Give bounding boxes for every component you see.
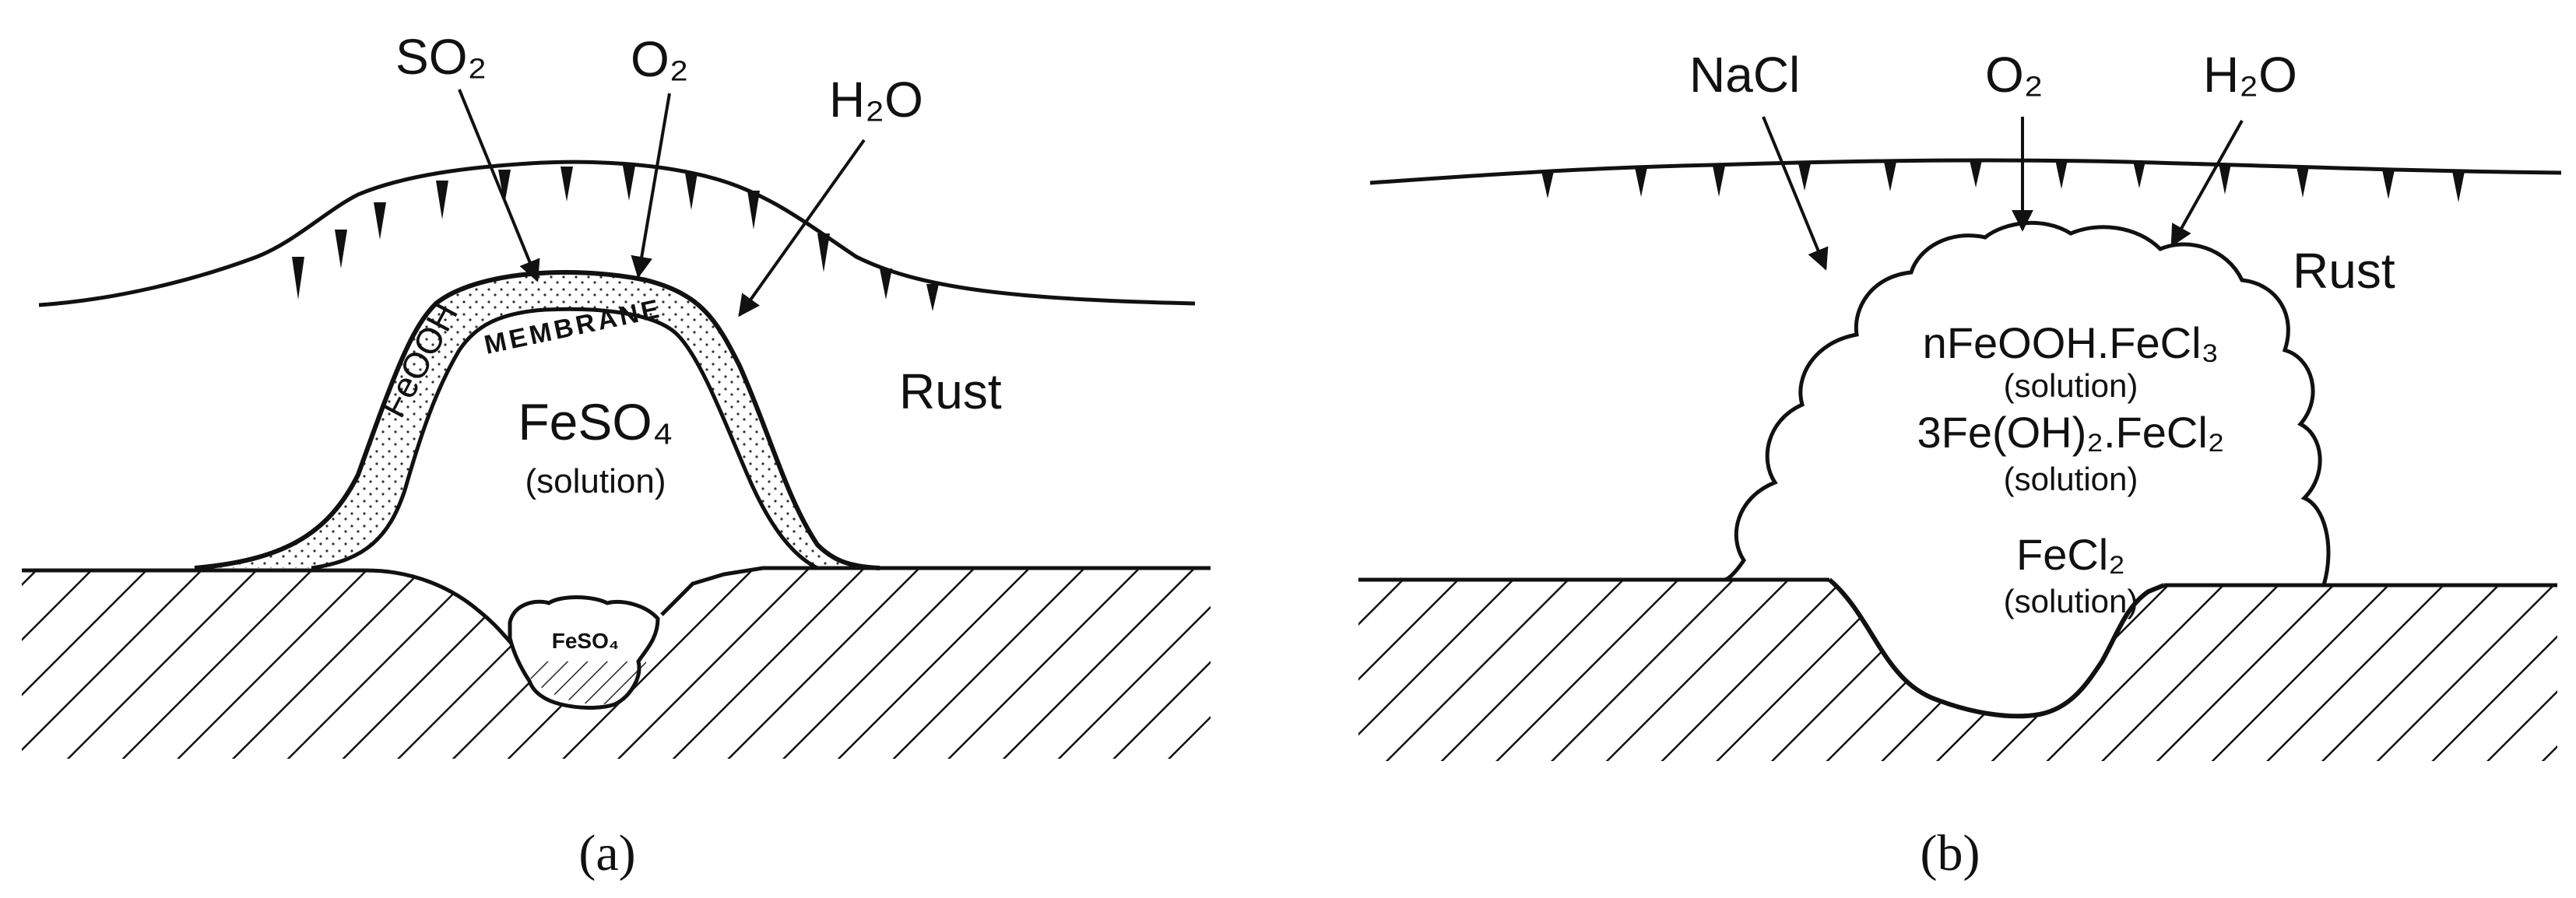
label-so2: SO₂ bbox=[395, 29, 487, 85]
label-fecl2-note: (solution) bbox=[2004, 583, 2138, 619]
caption-b: (b) bbox=[1921, 825, 1980, 882]
metal-surface-a bbox=[22, 566, 1211, 647]
label-h2o-a: H₂O bbox=[829, 72, 923, 128]
label-pit-feso4: FeSO₄ bbox=[552, 629, 619, 653]
caption-a: (a) bbox=[578, 825, 635, 882]
label-feso4: FeSO₄ bbox=[518, 393, 673, 451]
label-o2-b: O₂ bbox=[1985, 47, 2044, 103]
label-nfeooh-fecl3: nFeOOH.FeCl₃ bbox=[1923, 318, 2219, 367]
label-o2-a: O₂ bbox=[631, 31, 689, 87]
metal-substrate-b bbox=[1358, 580, 2557, 761]
label-3feoh2-fecl2: 3Fe(OH)₂.FeCl₂ bbox=[1917, 408, 2224, 457]
label-h2o-b: H₂O bbox=[2203, 47, 2297, 103]
rust-surface-b bbox=[1369, 158, 2562, 185]
membrane-band bbox=[195, 272, 880, 568]
arrow-nacl bbox=[1762, 116, 1829, 271]
arrow-o2-a bbox=[631, 93, 671, 279]
panel-a: SO₂ O₂ H₂O FeOOH MEMBRANE FeSO₄ (solutio… bbox=[22, 29, 1211, 882]
arrow-so2 bbox=[458, 89, 540, 282]
label-rust-b: Rust bbox=[2293, 243, 2395, 299]
label-fecl2: FeCl₂ bbox=[2016, 530, 2125, 579]
panel-b: NaCl O₂ H₂O Rust nFeOOH.FeCl₃ (solution)… bbox=[1358, 47, 2562, 882]
label-nfeooh-note: (solution) bbox=[2004, 367, 2138, 404]
label-nacl: NaCl bbox=[1689, 47, 1800, 103]
arrow-h2o-b bbox=[2170, 120, 2244, 247]
solution-cloud bbox=[1724, 223, 2328, 717]
rust-teeth-b bbox=[1541, 160, 2465, 202]
label-rust-a: Rust bbox=[899, 363, 1002, 419]
rust-teeth-a bbox=[292, 166, 939, 311]
rust-surface-a bbox=[38, 160, 1196, 307]
label-3feoh2-note: (solution) bbox=[2004, 461, 2138, 497]
label-feso4-note: (solution) bbox=[525, 462, 666, 500]
arrow-h2o-a bbox=[738, 139, 866, 317]
